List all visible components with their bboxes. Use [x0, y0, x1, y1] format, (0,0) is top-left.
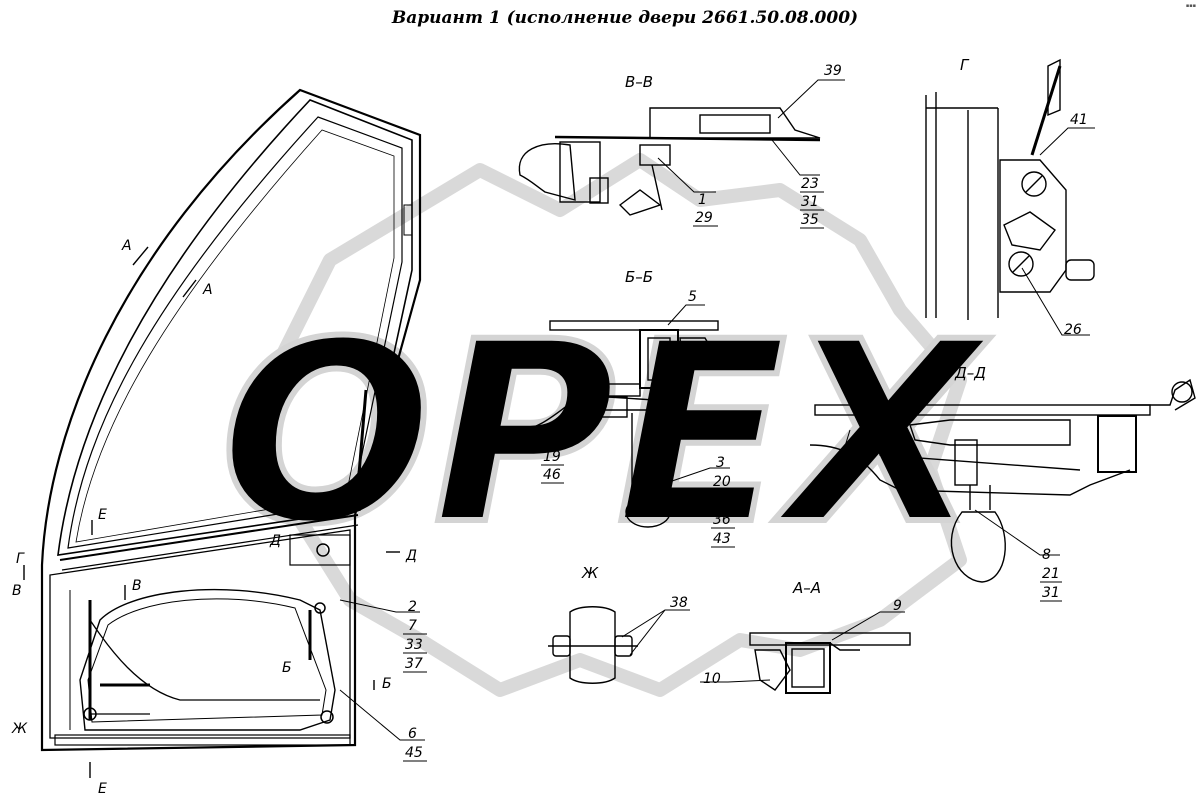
callout-20: 20 [713, 474, 731, 490]
mark-zh: Ж [11, 721, 28, 737]
door-lower-cutout [79, 588, 336, 731]
callout-45-bb: 45 [731, 422, 749, 438]
callout-37: 37 [405, 656, 423, 672]
view-title-g: Г [960, 56, 970, 74]
callout-45-main: 45 [405, 745, 423, 761]
callout-26: 26 [1064, 322, 1082, 338]
callout-35: 35 [801, 212, 819, 228]
callout-10: 10 [703, 671, 721, 687]
door-window-frame [57, 99, 413, 556]
callout-23: 23 [801, 176, 819, 192]
view-bb-drawing [514, 320, 719, 528]
callout-19: 19 [543, 449, 561, 465]
view-title-aa: А–А [792, 579, 821, 597]
callout-43: 43 [713, 531, 731, 547]
mark-a-2: А [202, 282, 213, 298]
callout-6: 6 [408, 726, 417, 742]
door-glass [67, 116, 403, 549]
view-title-vv: В–В [625, 73, 653, 91]
drawing-title: Вариант 1 (исполнение двери 2661.50.08.0… [391, 8, 859, 28]
callout-11: 11 [815, 482, 833, 498]
callout-18: 18 [543, 431, 561, 447]
callout-32: 32 [713, 493, 731, 509]
view-title-dd: Д–Д [954, 364, 986, 382]
door-main-view [40, 88, 422, 752]
callout-39: 39 [824, 63, 842, 79]
view-title-bb: Б–Б [625, 268, 653, 286]
view-title-zh: Ж [581, 564, 599, 582]
corner-mark: ▪▪▪ [1185, 3, 1196, 9]
mark-b-1: Б [282, 660, 292, 676]
mark-b-2: Б [382, 676, 392, 692]
mark-e-2: Е [98, 781, 107, 797]
mark-v-1: В [12, 583, 22, 599]
view-zh-drawing [548, 606, 638, 684]
door-glass-inner [75, 129, 395, 543]
callout-3: 3 [716, 455, 725, 471]
callout-31: 31 [801, 194, 819, 210]
mark-e-1: Е [98, 507, 107, 523]
watermark-gear [243, 153, 967, 697]
callout-36: 36 [713, 512, 731, 528]
door-inner-panel [49, 529, 351, 739]
view-dd-drawing [809, 378, 1196, 583]
mark-v-2: В [132, 578, 142, 594]
callout-underlines [403, 191, 1062, 762]
view-g-drawing [925, 58, 1095, 320]
callout-33: 33 [405, 637, 423, 653]
callout-2: 2 [408, 599, 417, 615]
callout-31-dd: 31 [1042, 585, 1060, 601]
view-vv-drawing [518, 107, 821, 216]
callout-41: 41 [1070, 112, 1088, 128]
callout-9: 9 [893, 598, 902, 614]
mark-d-1: Д [269, 533, 281, 549]
callout-8: 8 [1042, 547, 1051, 563]
callout-5: 5 [688, 289, 697, 305]
mark-g: Г [16, 551, 25, 567]
callout-21: 21 [1042, 566, 1060, 582]
callout-38: 38 [670, 595, 688, 611]
section-marks [23, 246, 400, 778]
callout-7: 7 [408, 618, 417, 634]
leader-lines [339, 79, 1095, 741]
door-outer-frame [40, 88, 422, 752]
watermark-text: OPEX [220, 288, 990, 579]
callout-1: 1 [698, 192, 707, 208]
callout-46: 46 [543, 467, 561, 483]
view-aa-drawing [749, 632, 911, 694]
callout-29: 29 [695, 210, 713, 226]
mark-a-1: А [121, 238, 132, 254]
mark-d-2: Д [405, 548, 417, 564]
watermark: OPEX [217, 153, 993, 697]
callout-labels: 39 23 31 35 1 29 41 26 5 18 19 46 45 3 2… [405, 63, 1088, 761]
